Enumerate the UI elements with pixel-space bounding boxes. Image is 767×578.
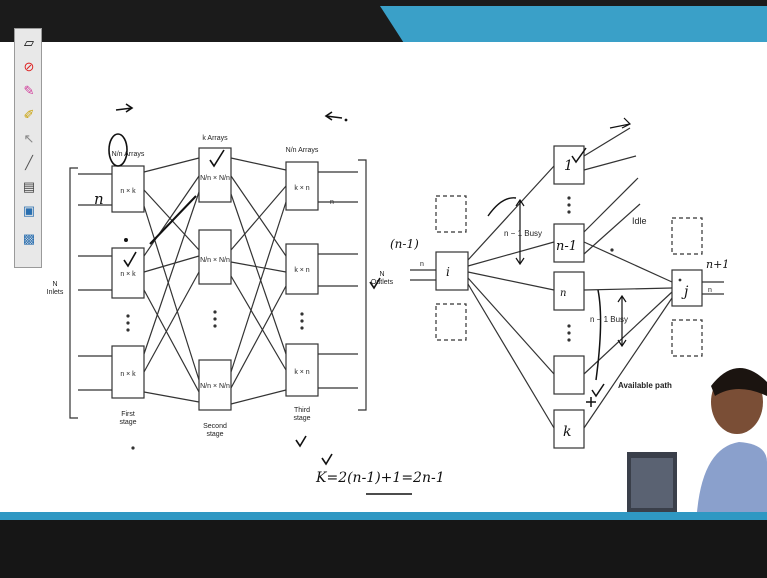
node-1-label: 1 [564,158,573,174]
outlet-bracket [358,160,366,410]
dashed-box-4 [672,320,702,356]
input-n-label: n [420,261,424,268]
idle-label: Idle [632,216,647,226]
formula-text: K=2(n-1)+1=2n-1 [315,470,445,486]
n-minus-1-label: (n-1) [390,237,419,251]
dashed-box-3 [672,218,702,254]
presenter-video [627,352,767,512]
node-j-label: j [681,284,689,300]
inlet-bracket [70,168,78,418]
second-stage-box-2-label: N/n × N/n [200,257,230,264]
outlet-n-label: n [330,199,334,206]
first-stage-box-3-label: n × k [120,371,136,378]
first-stage-box-1-label: n × k [120,188,136,195]
node-n-label: n [560,288,566,299]
output-n-label: n [708,287,712,294]
input-node-label: i [446,265,450,279]
handwritten-n: n [94,190,104,208]
bottom-band [0,512,767,578]
arrays-label-2: k Arrays [202,135,228,142]
busy-bottom-label: n − 1 Busy [590,315,628,324]
middle-node-extra [554,356,584,394]
input-node-box [436,252,468,290]
n-plus-1-label: n+1 [706,258,729,271]
clos-network-left [70,148,366,418]
node-n-minus-1-label: n-1 [556,239,577,254]
node-k-label: k [563,424,571,440]
first-stage-box-2-label: n × k [120,271,136,278]
second-stage-box-3-label: N/n × N/n [200,383,230,390]
busy-top-label: n − 1 Busy [504,229,542,238]
third-stage-box-1-label: k × n [294,185,309,192]
arrays-label-3: N/n Arrays [286,147,319,154]
handwritten-marks-right [572,148,604,407]
arrays-label-1: N/n Arrays [112,151,145,158]
dashed-box-1 [436,196,466,232]
bottom-accent-stripe [0,512,767,520]
third-stage-box-2-label: k × n [294,267,309,274]
second-stage-box-1-label: N/n × N/n [200,175,230,182]
dashed-box-2 [436,304,466,340]
middle-node-n [554,272,584,310]
third-stage-box-3-label: k × n [294,369,309,376]
